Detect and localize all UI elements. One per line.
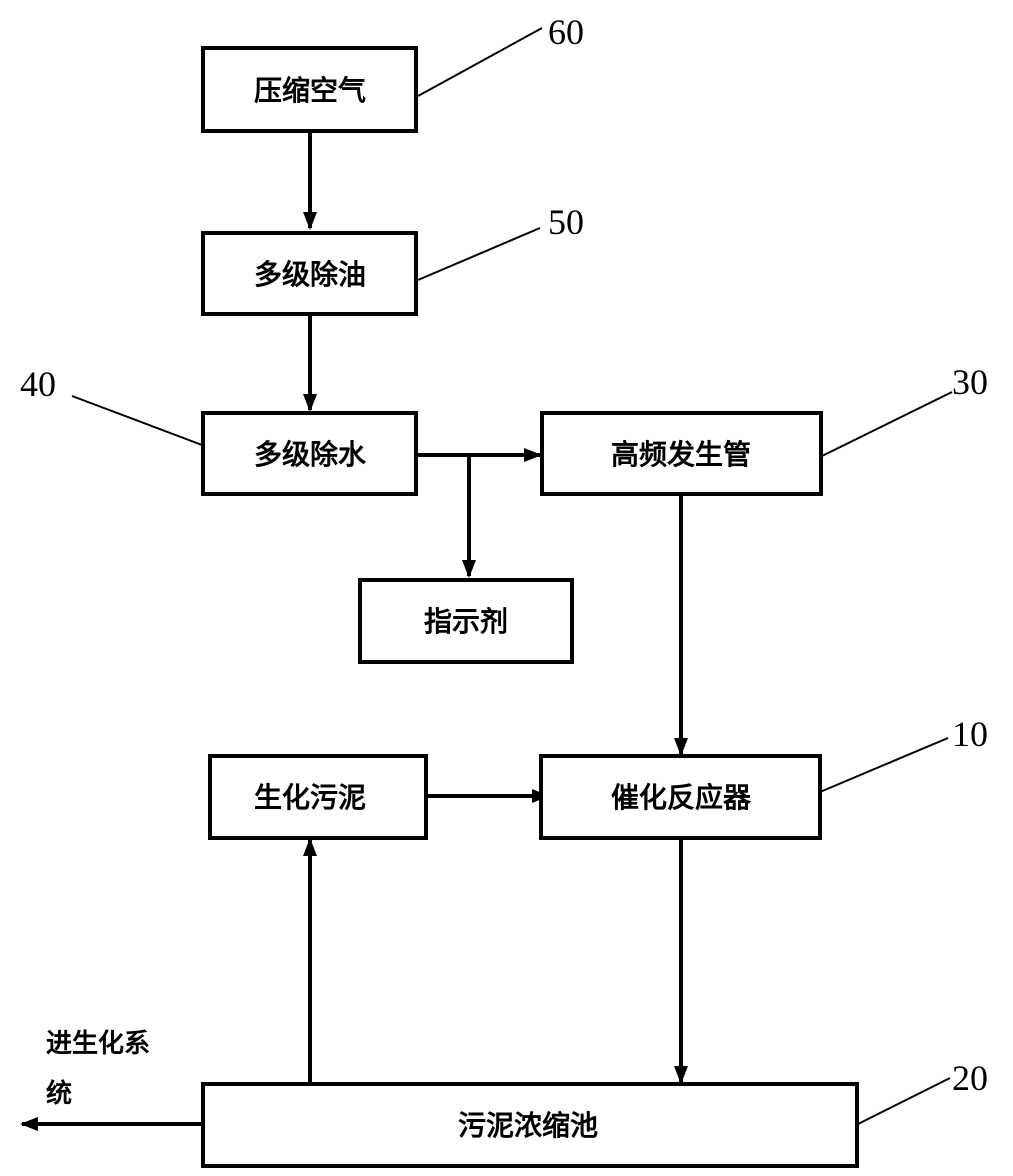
box-catalytic-reactor <box>539 754 822 840</box>
label-multi-oil-removal: 多级除油 <box>254 258 366 291</box>
outlet-label-line1: 进生化系 <box>46 1029 150 1059</box>
ref-10: 10 <box>952 714 988 754</box>
box-multi-water-removal <box>201 411 418 496</box>
ref-50: 50 <box>548 202 584 242</box>
label-biochemical-sludge: 生化污泥 <box>254 781 366 814</box>
box-sludge-thickener <box>201 1082 859 1168</box>
label-compressed-air: 压缩空气 <box>254 74 366 107</box>
leader-60 <box>417 27 543 97</box>
box-compressed-air <box>201 46 418 133</box>
label-multi-water-removal: 多级除水 <box>254 438 367 471</box>
box-indicator <box>358 578 574 664</box>
leader-30 <box>821 391 953 457</box>
ref-60: 60 <box>548 12 584 52</box>
ref-30: 30 <box>952 362 988 402</box>
leader-40 <box>71 395 203 446</box>
box-biochemical-sludge <box>208 754 428 840</box>
label-catalytic-reactor: 催化反应器 <box>611 781 752 814</box>
ref-40: 40 <box>20 364 56 404</box>
label-indicator: 指示剂 <box>424 605 508 638</box>
leader-10 <box>819 737 949 793</box>
box-multi-oil-removal <box>201 231 418 316</box>
outlet-label-line2: 统 <box>46 1078 72 1109</box>
label-sludge-thickener: 污泥浓缩池 <box>458 1109 598 1142</box>
leader-20 <box>857 1077 951 1125</box>
label-hf-generator: 高频发生管 <box>611 438 751 471</box>
leader-50 <box>417 227 541 281</box>
box-hf-generator <box>540 411 823 496</box>
ref-20: 20 <box>952 1058 988 1098</box>
